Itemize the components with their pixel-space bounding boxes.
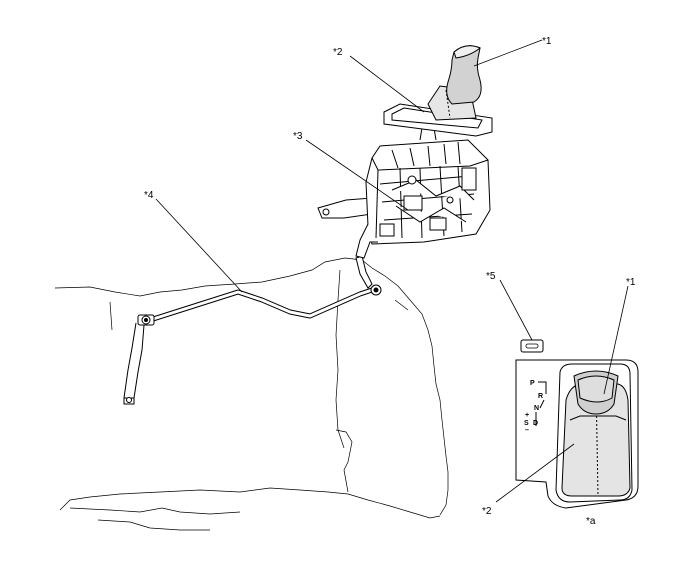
transmission-outline [54,257,449,531]
callout-a: *a [586,516,596,527]
shift-knob-and-boot [383,45,493,137]
gear-label-s: S [524,420,529,427]
leader-lines [155,39,629,503]
shift-indicator-small-part [520,339,544,353]
callout-4: *4 [144,190,154,201]
callout-5: *5 [486,271,496,282]
gear-label-d: D [533,420,538,427]
callout-1-top: *1 [542,36,552,47]
gear-label-r: R [538,393,543,400]
gear-position-labels: P R N + S D – [524,380,543,434]
gear-label-p: P [530,380,535,387]
inset-view [515,359,639,509]
callout-labels: *1 *2 *3 *4 *5 *1 *2 *a [144,36,636,527]
shift-cable [123,255,382,405]
callout-3: *3 [293,131,303,142]
gear-label-minus: – [525,427,529,434]
callout-2-top: *2 [333,47,343,58]
gear-label-n: N [534,405,539,412]
callout-1-inset: *1 [626,277,636,288]
callout-2-inset: *2 [482,506,492,517]
shift-lever-assembly [317,127,491,259]
gear-label-plus: + [525,412,529,419]
